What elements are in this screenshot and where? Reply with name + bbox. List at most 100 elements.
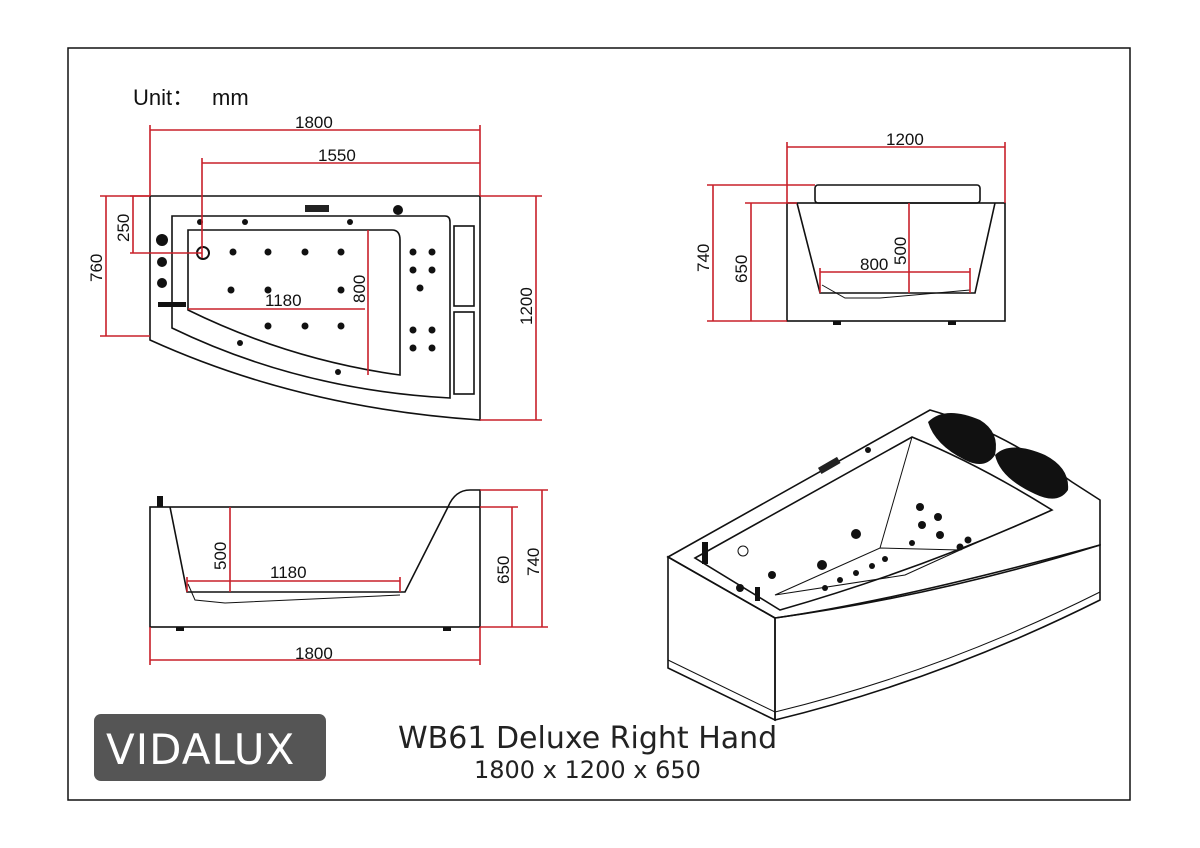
jet	[851, 529, 861, 539]
jet	[865, 447, 871, 453]
jet	[916, 503, 924, 511]
dim-end-rim-height: 650	[732, 255, 751, 283]
dim-end-overall-height: 740	[694, 244, 713, 272]
top-view-basin	[187, 229, 401, 376]
dim-side-rim-height: 650	[494, 556, 513, 584]
jet	[409, 248, 417, 256]
jet	[237, 340, 243, 346]
jet	[409, 344, 417, 352]
dim-top-basin-length: 1180	[265, 291, 302, 310]
isometric-view	[666, 409, 1101, 722]
end-view-headrest	[814, 184, 981, 204]
dim-top-overall-length: 1800	[295, 113, 333, 132]
jet	[869, 563, 875, 569]
dim-end-floor-width: 800	[860, 255, 888, 274]
dim-top-left-depth: 760	[87, 254, 106, 282]
jet	[264, 322, 272, 330]
jet	[229, 248, 237, 256]
jet-grid	[197, 219, 436, 375]
iso-jets	[817, 447, 972, 591]
dim-side-floor-length: 1180	[270, 563, 307, 582]
brand-logo-background	[94, 714, 326, 781]
jet	[409, 326, 417, 334]
iso-basin-inner-line	[879, 436, 1053, 551]
unit-label: Unit：	[133, 85, 194, 110]
top-view-outline	[149, 195, 481, 421]
jet	[227, 286, 235, 294]
jet	[428, 266, 436, 274]
jet	[301, 248, 309, 256]
dim-top-basin-width: 800	[350, 275, 369, 303]
side-view-headrest	[447, 489, 481, 508]
jet	[301, 322, 309, 330]
side-view-foot	[176, 627, 184, 631]
top-view-rim	[171, 215, 451, 399]
dim-top-inner-length: 1550	[318, 146, 356, 165]
end-view-foot	[833, 321, 841, 325]
jet	[337, 248, 345, 256]
jet	[909, 540, 915, 546]
iso-spout	[755, 587, 760, 601]
jet	[347, 219, 353, 225]
jet	[337, 322, 345, 330]
end-view-foot	[948, 321, 956, 325]
brand-logo: VIDALUX	[94, 714, 326, 781]
jet	[428, 344, 436, 352]
jet	[264, 248, 272, 256]
headrest-pad-bottom	[453, 311, 475, 395]
product-dimensions: 1800 x 1200 x 650	[474, 756, 701, 784]
dim-top-offset: 250	[114, 214, 133, 242]
product-title: WB61 Deluxe Right Hand	[398, 721, 777, 756]
side-view-body	[149, 506, 481, 628]
iso-headrest-right	[995, 447, 1069, 499]
side-view-foot	[443, 627, 451, 631]
jet	[822, 585, 828, 591]
jet	[853, 570, 859, 576]
end-view-floor	[821, 284, 971, 299]
iso-knob	[736, 584, 744, 592]
jet	[409, 266, 417, 274]
jet	[837, 577, 843, 583]
jet	[428, 248, 436, 256]
iso-headrest-left	[928, 412, 996, 464]
faucet-dot	[393, 205, 403, 215]
sheet-border	[67, 47, 1131, 801]
control-knob	[156, 234, 168, 246]
jet	[428, 326, 436, 334]
dim-side-inner-depth: 500	[211, 542, 230, 570]
end-view: 1200 740 650 500 800	[694, 130, 1006, 325]
jet	[817, 560, 827, 570]
jet	[264, 286, 272, 294]
jet	[337, 286, 345, 294]
jet	[242, 219, 248, 225]
iso-curved-apron	[774, 543, 1101, 722]
headrest-pad-top	[453, 225, 475, 307]
side-view-floor	[187, 583, 401, 604]
iso-knob	[737, 545, 749, 557]
jet	[335, 369, 341, 375]
dim-end-inner-depth: 500	[891, 237, 910, 265]
jet	[416, 284, 424, 292]
jet	[918, 521, 926, 529]
iso-rim-outer	[666, 409, 1101, 619]
iso-knob	[768, 571, 776, 579]
jet	[956, 543, 964, 551]
side-view-handle	[157, 496, 163, 507]
dim-side-overall-length: 1800	[295, 644, 333, 663]
jet	[964, 536, 972, 544]
iso-faucet	[702, 542, 708, 564]
jet	[936, 531, 944, 539]
handshower-holder	[158, 302, 186, 307]
unit-value: mm	[212, 85, 249, 110]
jet	[934, 513, 942, 521]
iso-control-panel	[817, 456, 841, 474]
dim-top-overall-width: 1200	[517, 287, 536, 325]
iso-apron-base	[667, 591, 1101, 713]
brand-logo-text: VIDALUX	[106, 725, 295, 774]
control-knob	[157, 257, 167, 267]
side-view-basin	[169, 506, 449, 593]
control-knob	[157, 278, 167, 288]
iso-front-apron	[667, 555, 776, 722]
dim-end-overall-width: 1200	[886, 130, 924, 149]
